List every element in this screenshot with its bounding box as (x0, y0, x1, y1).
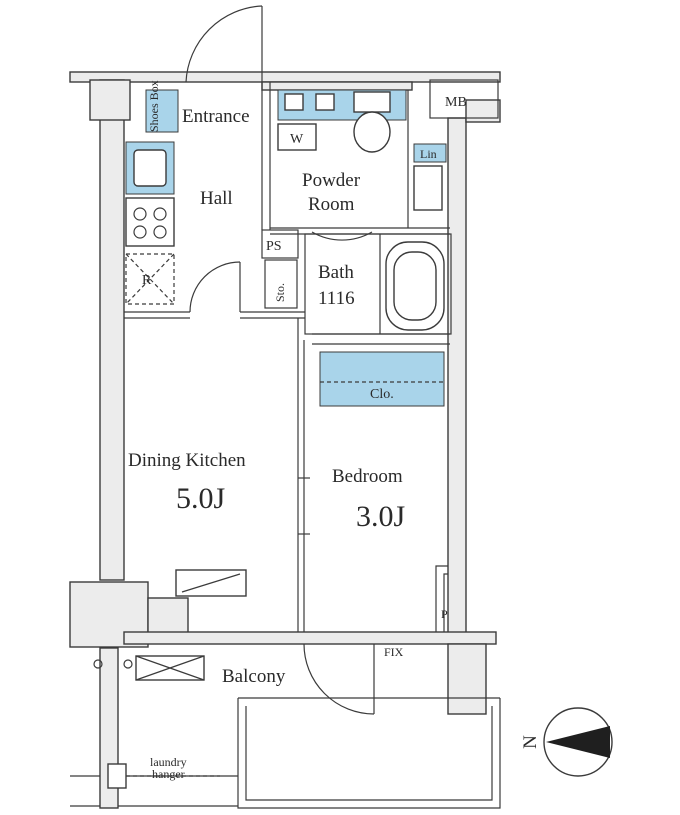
label-mb: MB (445, 95, 467, 110)
label-hall: Hall (200, 188, 233, 209)
label-w: W (290, 132, 304, 147)
compass: N (520, 707, 613, 777)
label-lin: Lin (420, 147, 437, 161)
label-bath-line1: Bath (318, 262, 354, 283)
label-powder-room-line1: Powder (302, 170, 361, 191)
label-entrance: Entrance (182, 106, 250, 127)
label-powder-room-line2: Room (308, 194, 355, 215)
compass-label: N (520, 735, 541, 749)
outer-walls (69, 71, 501, 809)
label-clo: Clo. (370, 387, 394, 402)
label-sto: Sto. (273, 283, 287, 302)
doors (185, 5, 375, 715)
label-laundry-line2: hanger (152, 767, 185, 781)
label-dining-kitchen-size: 5.0J (176, 482, 226, 515)
label-bedroom-size: 3.0J (356, 500, 406, 533)
interior-walls (124, 82, 452, 632)
label-p: P (441, 607, 448, 621)
label-r: R (142, 273, 152, 288)
label-bedroom: Bedroom (332, 466, 403, 487)
label-balcony: Balcony (222, 666, 286, 687)
label-dining-kitchen: Dining Kitchen (128, 450, 246, 471)
label-bath-line2: 1116 (318, 288, 355, 309)
room-labels: Entrance Shoes Box Hall Powder Room W Li… (128, 80, 467, 781)
label-shoes-box: Shoes Box (147, 80, 161, 132)
compass-needle-icon (546, 726, 610, 758)
label-laundry-line1: laundry (150, 755, 187, 769)
label-fix: FIX (384, 645, 404, 659)
fixtures (93, 79, 499, 789)
label-ps: PS (266, 239, 282, 254)
